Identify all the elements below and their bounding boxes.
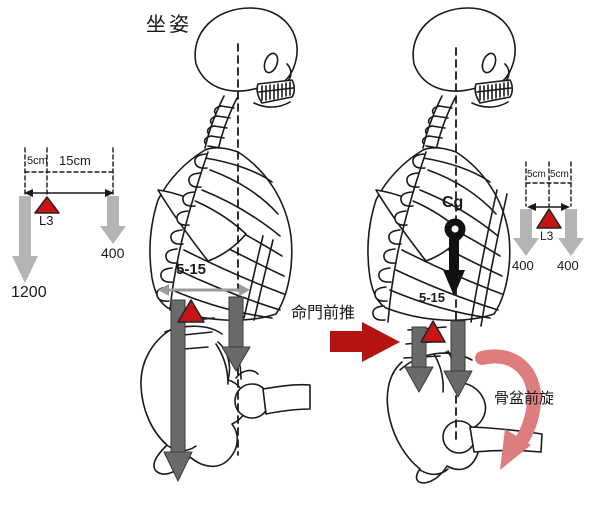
fulcrum-triangle-icon (536, 208, 562, 229)
fulcrum-triangle-icon (34, 196, 60, 214)
lumbar-measure-head-left-icon (158, 284, 169, 296)
cg-marker-icon (444, 218, 466, 240)
right-lever-diagram (525, 161, 572, 211)
body-weight-arrowhead-icon (163, 451, 193, 482)
force-400-arrow-icon (107, 196, 119, 226)
posture-title: 坐姿 (146, 14, 192, 36)
force-400-arrowhead-icon (100, 226, 126, 244)
force-1200-arrowhead-icon (12, 256, 38, 283)
left-diagram-force-right: 400 (101, 245, 125, 261)
pelvis-icon (386, 351, 487, 484)
skull-icon (412, 7, 516, 92)
left-diagram-force-left: 1200 (11, 284, 47, 301)
eye-socket-icon (263, 52, 279, 74)
right-lever-forces (513, 208, 584, 256)
weight-arrow-left-icon (411, 326, 427, 368)
left-diagram-dim-short: 5cm (27, 155, 48, 167)
pelvis-rotation-label: 骨盆前旋 (494, 390, 555, 407)
force-400-left-arrowhead-icon (513, 238, 539, 256)
left-diagram-fulcrum-label: L3 (39, 213, 54, 228)
femur-icon (262, 383, 311, 415)
mingmen-push-arrow-icon (330, 322, 400, 362)
right-skeleton-annotations (404, 218, 542, 470)
femoral-head-icon (442, 420, 476, 454)
force-400-right-arrowhead-icon (558, 238, 584, 256)
load-arrow-icon (228, 296, 244, 348)
l3-fulcrum-triangle-icon (420, 320, 446, 343)
weight-arrowhead-right-icon (443, 370, 473, 398)
load-arrowhead-icon (221, 346, 251, 372)
weight-arrow-right-icon (450, 320, 466, 372)
span-arrowhead-left-icon (24, 189, 33, 197)
right-diagram-force-left: 400 (512, 258, 534, 273)
right-diagram-fulcrum-label: L3 (540, 229, 554, 243)
left-skeleton-figure (140, 7, 311, 475)
humerus-icon (470, 189, 508, 327)
humerus-icon (243, 235, 274, 321)
pelvis-icon (140, 329, 248, 475)
force-400-right-arrow-icon (565, 209, 577, 238)
lumbar-measure-head-right-icon (239, 284, 250, 296)
force-400-left-arrow-icon (520, 209, 532, 238)
span-arrowhead-right-icon (105, 189, 114, 197)
right-diagram-force-right: 400 (557, 258, 579, 273)
cg-label: Cg (442, 194, 464, 211)
mingmen-push-label: 命門前推 (291, 305, 356, 322)
left-lever-diagram (24, 147, 114, 197)
pelvis-rotation-arrowhead-icon (500, 429, 531, 470)
l3-fulcrum-triangle-icon (177, 299, 205, 323)
right-diagram-dim-right: 5cm (550, 169, 569, 180)
right-skeleton-figure (367, 7, 543, 484)
pelvis-rotation-arrow-icon (475, 349, 542, 450)
right-figure-lumbar-range: 5-15 (419, 290, 446, 305)
skull-icon (194, 7, 298, 92)
span-arrowhead-right-icon (561, 203, 570, 211)
left-figure-lumbar-range: 5-15 (176, 261, 207, 278)
span-arrowhead-left-icon (527, 203, 536, 211)
force-1200-arrow-icon (19, 196, 31, 256)
left-lever-forces (12, 196, 126, 283)
left-skeleton-annotations (158, 284, 251, 482)
body-weight-arrow-icon (170, 299, 186, 453)
eye-socket-icon (481, 52, 497, 74)
left-diagram-dim-long: 15cm (59, 153, 91, 168)
right-diagram-dim-left: 5cm (527, 169, 546, 180)
weight-arrowhead-left-icon (404, 366, 434, 393)
cg-arrowhead-icon (443, 270, 465, 296)
